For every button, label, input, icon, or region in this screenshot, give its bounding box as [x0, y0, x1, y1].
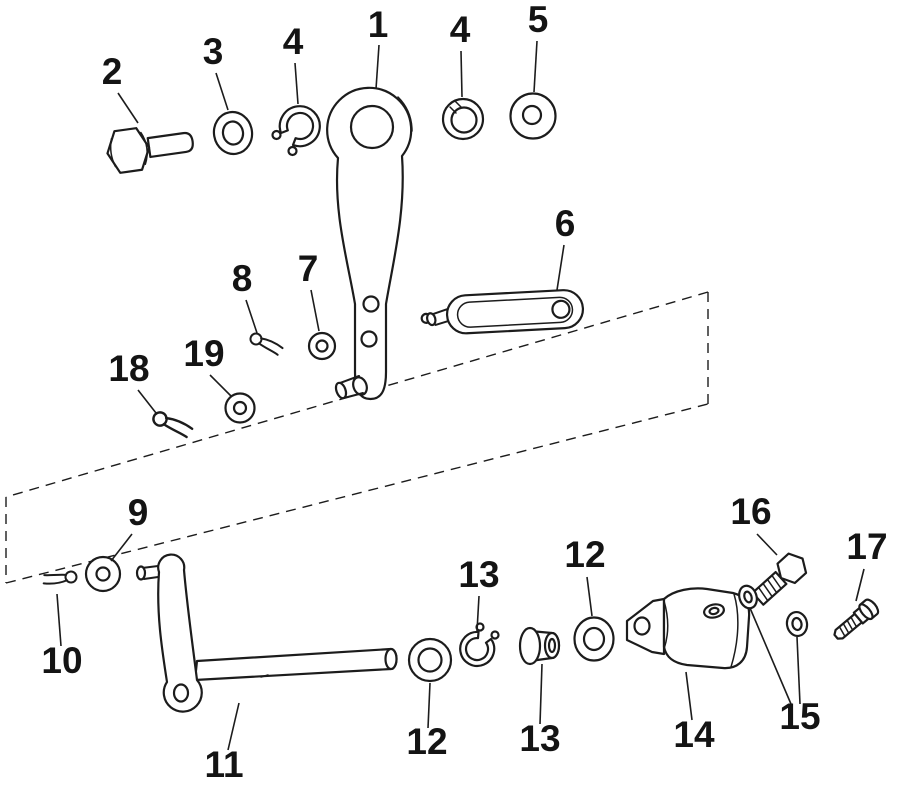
leader-10 — [56, 593, 62, 647]
part-bushing-13 — [518, 626, 561, 666]
callout-4-right: 4 — [450, 9, 471, 50]
callout-1: 1 — [368, 4, 389, 45]
leader-15-b — [796, 636, 801, 705]
bellcrank-arm — [157, 553, 203, 713]
bolt-head — [776, 552, 808, 585]
callout-12-right: 12 — [564, 534, 605, 575]
bellcrank-hole — [172, 683, 190, 703]
part-control-lever-1 — [326, 86, 413, 401]
leader-3 — [215, 72, 229, 111]
leader-17 — [855, 568, 865, 602]
callout-2: 2 — [102, 51, 123, 92]
callout-numbers: 2 3 4 1 4 5 6 7 8 18 19 9 10 11 12 13 12… — [41, 0, 887, 785]
leader-1 — [375, 44, 380, 90]
bellcrank-rod — [193, 647, 398, 682]
bracket-body — [662, 587, 751, 670]
leader-19 — [209, 374, 232, 397]
bushing-flange — [518, 626, 542, 666]
bracket-tab-hole — [633, 616, 651, 636]
callout-9: 9 — [128, 492, 149, 533]
part-bellcrank-lever-11 — [135, 553, 398, 713]
leader-13-lower — [539, 663, 543, 725]
callout-18: 18 — [108, 348, 149, 389]
leader-18 — [137, 389, 157, 414]
part-cotter-pin-18 — [152, 411, 194, 439]
part-cotter-pin-10 — [42, 570, 78, 585]
lever-pivot-hole — [349, 104, 395, 150]
part-connector-link-6 — [420, 289, 585, 335]
part-washer-5 — [509, 92, 557, 140]
callout-11: 11 — [204, 744, 243, 785]
part-retaining-ring-4 — [271, 105, 321, 157]
leader-2 — [117, 92, 139, 124]
leader-7 — [310, 289, 320, 332]
bolt-head — [106, 127, 151, 174]
callout-17: 17 — [846, 526, 887, 567]
leader-4-left — [294, 62, 299, 105]
leader-5 — [533, 40, 538, 93]
callout-7: 7 — [298, 248, 319, 289]
part-washer-12-right — [573, 616, 615, 662]
leader-12-left — [427, 682, 431, 729]
leader-13-upper — [476, 595, 480, 632]
part-hex-bolt-2 — [106, 127, 194, 174]
lever-pin — [334, 381, 348, 400]
callout-4-left: 4 — [283, 21, 304, 62]
lever-hole-lower — [360, 330, 378, 348]
part-washer-19 — [224, 392, 256, 424]
part-washer-9 — [84, 555, 122, 593]
part-hex-bolt-16 — [751, 552, 808, 606]
callout-3: 3 — [203, 31, 224, 72]
callout-6: 6 — [555, 203, 576, 244]
bellcrank-pin — [135, 565, 147, 581]
part-washers-15 — [738, 584, 809, 638]
part-bushing-4 — [441, 97, 485, 141]
part-washer-7 — [307, 331, 337, 361]
lever-hole-upper — [362, 295, 380, 313]
leader-9 — [110, 533, 133, 562]
link-hole — [551, 299, 571, 319]
part-screw-pin-17 — [833, 598, 880, 640]
callout-14: 14 — [673, 714, 715, 755]
callout-5: 5 — [528, 0, 549, 40]
leader-6 — [556, 244, 565, 291]
part-washer-3 — [212, 110, 254, 156]
callout-12-left: 12 — [406, 721, 447, 762]
leader-4-right — [460, 50, 463, 98]
callout-19: 19 — [183, 333, 224, 374]
part-retaining-ring-13 — [459, 622, 500, 668]
callout-13-upper: 13 — [458, 554, 499, 595]
leader-16 — [756, 533, 778, 556]
callout-15: 15 — [779, 696, 820, 737]
callout-10: 10 — [41, 640, 82, 681]
leader-8 — [245, 299, 258, 334]
part-cotter-pin-8 — [249, 332, 284, 356]
leader-lines — [56, 40, 865, 751]
leader-14 — [685, 671, 693, 721]
leader-11 — [227, 702, 240, 751]
leader-12-right — [586, 576, 593, 617]
part-bracket-14 — [625, 587, 751, 670]
callout-13-lower: 13 — [519, 718, 560, 759]
callout-16: 16 — [730, 491, 771, 532]
part-washer-12-left — [407, 637, 453, 683]
leader-15-a — [749, 607, 792, 705]
screw-head — [858, 603, 874, 621]
callout-8: 8 — [232, 258, 253, 299]
